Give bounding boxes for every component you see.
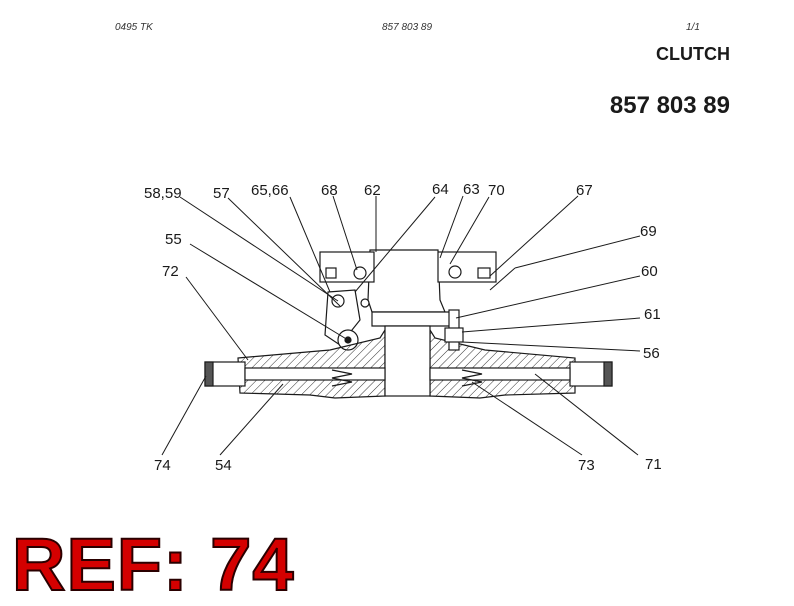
callout-74: 74 — [154, 457, 171, 474]
callout-labels: 58,59 57 65,66 68 62 64 63 70 67 69 55 6… — [144, 181, 662, 474]
clutch-assembly — [204, 249, 613, 399]
callout-72: 72 — [162, 263, 179, 280]
callout-62: 62 — [364, 182, 381, 199]
callout-69: 69 — [640, 223, 657, 240]
callout-55: 55 — [165, 231, 182, 248]
callout-63: 63 — [463, 181, 480, 198]
callout-61: 61 — [644, 306, 661, 323]
header-code: 0495 TK — [115, 22, 153, 33]
part-number: 857 803 89 — [609, 92, 730, 119]
reference-label: REF: 74 — [11, 523, 295, 606]
callout-67: 67 — [576, 182, 593, 199]
leader-lines — [161, 195, 641, 456]
callout-54: 54 — [215, 457, 232, 474]
callout-70: 70 — [488, 182, 505, 199]
callout-60: 60 — [641, 263, 658, 280]
callout-57: 57 — [213, 185, 230, 202]
header-page: 1/1 — [686, 22, 700, 33]
callout-65-66: 65,66 — [251, 182, 289, 199]
callout-58-59: 58,59 — [144, 185, 182, 202]
callout-71: 71 — [645, 456, 662, 473]
header-document-number: 857 803 89 — [382, 22, 433, 33]
drawing-title: CLUTCH — [656, 44, 730, 64]
callout-56: 56 — [643, 345, 660, 362]
callout-73: 73 — [578, 457, 595, 474]
callout-64: 64 — [432, 181, 449, 198]
callout-68: 68 — [321, 182, 338, 199]
